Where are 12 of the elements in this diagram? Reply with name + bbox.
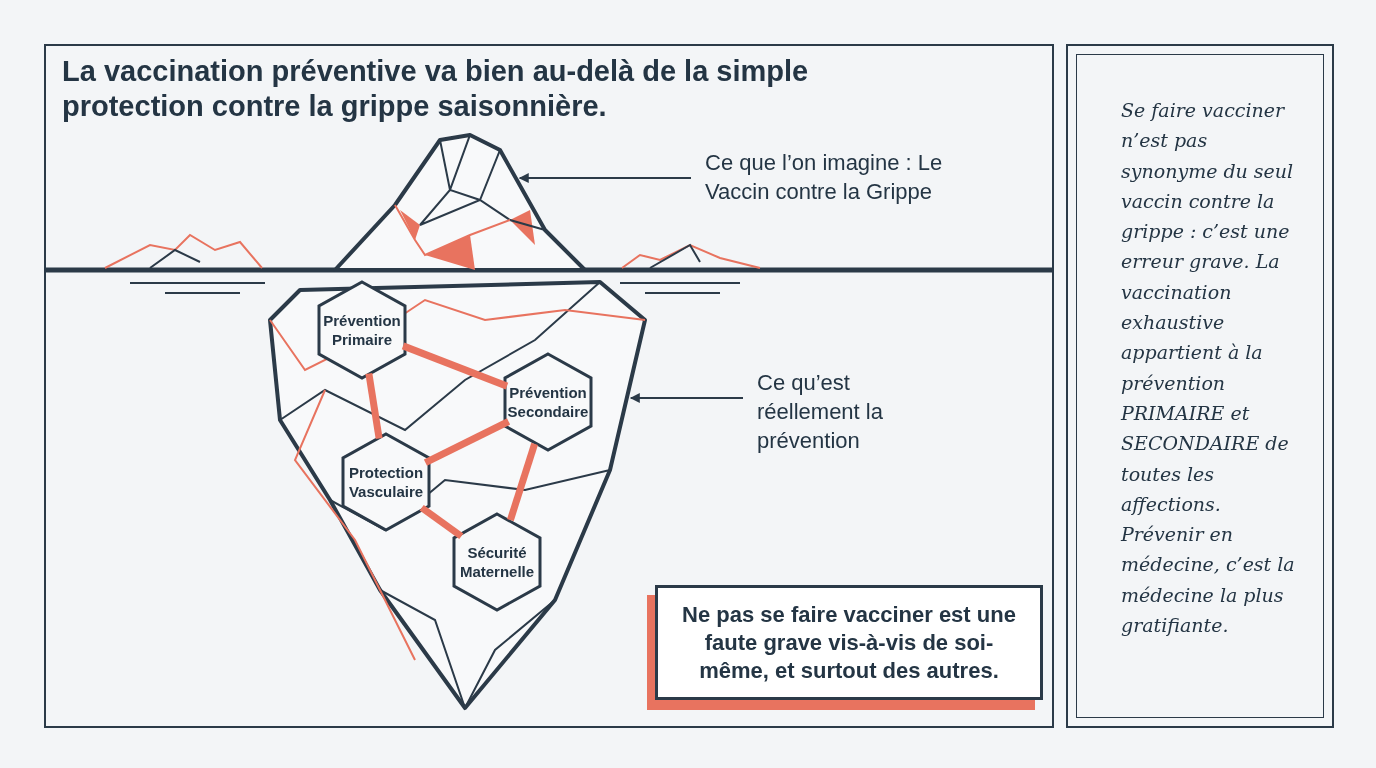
connector-band (365, 372, 383, 440)
connector-band (507, 442, 538, 522)
leader-arrow (518, 173, 692, 183)
connector-band (419, 504, 464, 540)
side-panel-text: Se faire vacciner n’est pas synonyme du seul vaccin contre la grippe : c’est une erreur grave. La vaccination exhaustive appartient à la prévention PRIMAIRE et SECONDAIRE de toutes les affections. Prévenir en médecine, c’est la médecine la plus gratifiante. (1076, 54, 1324, 718)
callout-box: Ne pas se faire vacciner est une faute grave vis-à-vis de soi-même, et surtout des autres. (655, 585, 1043, 700)
title: La vaccination préventive va bien au-delà de la simple protection contre la grippe saisonnière. (62, 54, 810, 124)
annotation-text: Ce que l’on imagine : Le Vaccin contre la Grippe (705, 148, 980, 206)
annotation-text: Ce qu’est réellement la prévention (757, 368, 907, 455)
leader-arrow (629, 393, 744, 403)
connector-band (401, 342, 509, 390)
connector-band (423, 418, 511, 466)
